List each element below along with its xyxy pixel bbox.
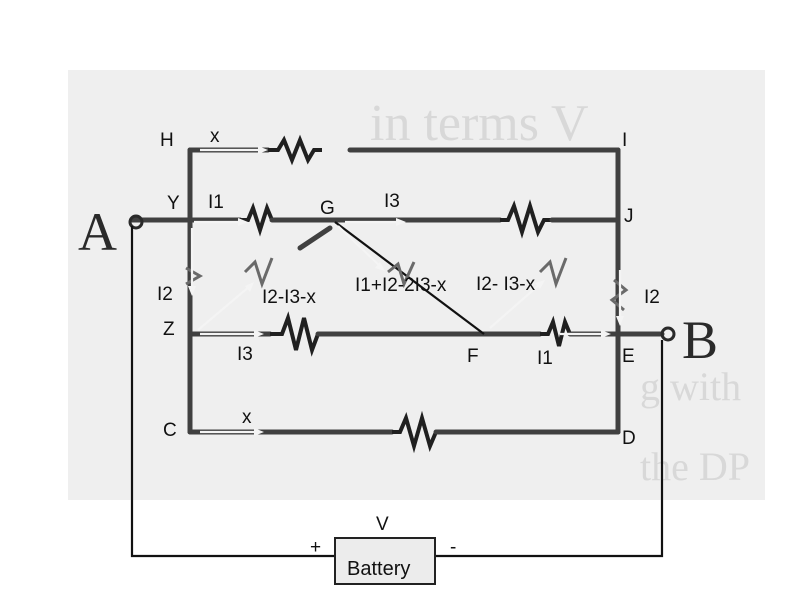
current-label-j-e: I2 bbox=[644, 287, 660, 308]
arrow-g-f-head bbox=[375, 262, 385, 271]
battery-minus-label: - bbox=[450, 537, 456, 558]
current-arrows bbox=[188, 146, 624, 436]
terminal-b-label: B bbox=[682, 310, 718, 370]
current-label-y-z: I2 bbox=[157, 284, 173, 305]
resistor-g-j bbox=[500, 199, 552, 239]
arrow-j-e-head bbox=[616, 316, 624, 326]
node-f-label: F bbox=[467, 346, 479, 367]
resistor-z-g-faint bbox=[243, 257, 274, 289]
node-c-label: C bbox=[163, 420, 177, 441]
resistor-f-j-faint bbox=[538, 257, 568, 289]
node-e-label: E bbox=[622, 346, 635, 367]
terminal-a-label: A bbox=[78, 202, 117, 262]
arrow-h-i-head bbox=[258, 146, 268, 154]
resistor-z-f bbox=[270, 311, 320, 357]
arrow-g-j-head bbox=[396, 218, 406, 226]
current-label-f-j: I2- I3-x bbox=[476, 274, 536, 295]
terminal-b-circle bbox=[660, 326, 676, 342]
arrow-z-g bbox=[197, 285, 251, 331]
node-j-label: J bbox=[624, 206, 634, 227]
arrow-z-g-head bbox=[245, 282, 254, 292]
current-label-c-d: x bbox=[242, 407, 252, 428]
arrow-f-j-head bbox=[535, 280, 545, 289]
wire-g-f-diagonal bbox=[334, 221, 485, 335]
resistor-c-d bbox=[392, 410, 438, 454]
current-label-f-e: I1 bbox=[537, 348, 553, 369]
battery-wire-left bbox=[130, 226, 335, 558]
node-h-label: H bbox=[160, 130, 174, 151]
battery-voltage-label: V bbox=[376, 514, 389, 535]
battery-label: Battery bbox=[347, 558, 410, 580]
current-label-g-j: I3 bbox=[384, 191, 400, 212]
current-label-z-g: I2-I3-x bbox=[262, 287, 316, 308]
arrow-c-d-head bbox=[254, 428, 264, 436]
current-label-z-f: I3 bbox=[237, 344, 253, 365]
current-label-y-g: I1 bbox=[208, 192, 224, 213]
battery-plus-label: + bbox=[310, 537, 321, 558]
resistor-g-f-faint bbox=[387, 261, 416, 289]
arrow-z-f-head bbox=[254, 330, 264, 338]
node-z-label: Z bbox=[163, 319, 175, 340]
ghost-text-1: in terms V bbox=[370, 95, 589, 152]
arrow-f-j bbox=[489, 283, 541, 329]
node-g-label: G bbox=[320, 198, 335, 219]
terminal-a-circle bbox=[128, 214, 144, 230]
node-d-label: D bbox=[622, 428, 636, 449]
current-label-h-i: x bbox=[210, 126, 220, 147]
scan-background bbox=[68, 70, 765, 500]
arrow-g-f bbox=[337, 225, 381, 267]
ghost-text-3: the DP bbox=[640, 444, 750, 489]
battery-box bbox=[334, 537, 436, 585]
ghost-text-2: g with bbox=[640, 364, 741, 409]
node-y-label: Y bbox=[167, 193, 180, 214]
arrow-f-e-head bbox=[601, 330, 611, 338]
resistor-f-e bbox=[540, 315, 572, 347]
current-label-g-f: I1+I2-2I3-x bbox=[355, 275, 447, 296]
battery-wire-right bbox=[435, 340, 664, 558]
resistor-h-i bbox=[268, 134, 322, 166]
wire-g-stub bbox=[297, 225, 333, 251]
resistor-y-g bbox=[240, 202, 274, 237]
arrow-y-z-head bbox=[188, 286, 196, 296]
node-i-label: I bbox=[622, 130, 627, 151]
resistor-y-z-faint bbox=[185, 266, 204, 286]
arrow-y-g-head bbox=[238, 218, 248, 226]
